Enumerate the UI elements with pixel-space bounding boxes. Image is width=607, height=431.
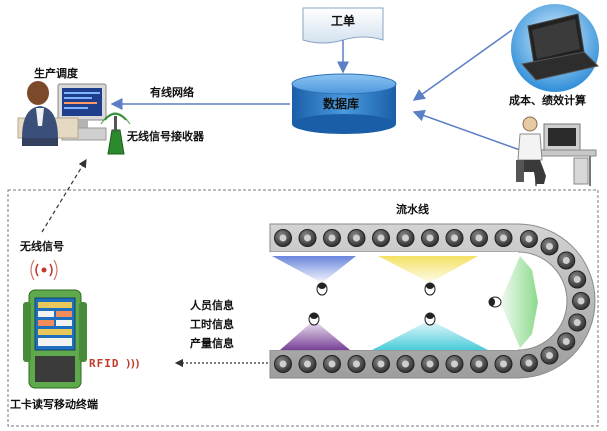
wireless-signal-arrow — [41, 158, 87, 233]
label-rfid: RFID — [89, 357, 120, 370]
roller-hub — [402, 234, 409, 242]
roller-hub — [451, 360, 458, 368]
beam-purple — [280, 320, 350, 350]
label-assembly-line: 流水线 — [396, 203, 429, 216]
laptop-icon — [511, 4, 599, 92]
roller-hub — [475, 360, 483, 368]
beam-cyan — [372, 320, 488, 350]
roller-hub — [377, 360, 385, 368]
label-wireless-signal: 无线信号 — [20, 240, 64, 253]
roller-hub — [353, 234, 360, 242]
roller-hub — [304, 360, 311, 368]
label-output-info: 产量信息 — [190, 337, 234, 350]
worker-to-database-arrow — [412, 109, 521, 151]
beam-yellow — [378, 256, 478, 283]
roller-hub — [562, 337, 570, 345]
label-wireless-receiver: 无线信号接收器 — [127, 130, 204, 143]
roller-hub — [525, 235, 533, 243]
database-cylinder-icon — [291, 73, 397, 134]
roller-hub — [426, 360, 434, 368]
roller-hub — [562, 257, 570, 265]
roller-hub — [377, 234, 385, 242]
label-hours-info: 工时信息 — [190, 318, 234, 331]
wireless-receiver-icon — [100, 112, 131, 155]
roller-hub — [500, 234, 507, 242]
production-area-frame — [7, 189, 599, 427]
worker-head-icon — [308, 282, 502, 326]
roller-hub — [328, 360, 336, 368]
desk-worker-icon — [516, 116, 597, 186]
label-database: 数据库 — [323, 97, 360, 111]
assembly-line — [269, 223, 596, 379]
roller-hub — [328, 234, 336, 242]
laptop-to-database-arrow — [412, 29, 513, 101]
label-personnel-info: 人员信息 — [190, 299, 234, 312]
label-terminal: 工卡读写移动终端 — [10, 398, 98, 411]
roller-hub — [525, 359, 533, 367]
roller-hub — [475, 234, 483, 242]
roller-hub — [573, 319, 581, 327]
operator-computer-icon — [17, 81, 107, 146]
roller-hub — [426, 234, 434, 242]
beam-green — [500, 256, 538, 348]
work-order-document-icon — [302, 7, 384, 44]
label-scheduling: 生产调度 — [34, 67, 78, 80]
roller-hub — [279, 234, 287, 242]
roller-hub — [451, 234, 458, 242]
roller-hub — [304, 234, 311, 242]
beam-blue — [272, 256, 356, 283]
roller-hub — [353, 360, 360, 368]
roller-hub — [546, 242, 553, 250]
roller-hub — [577, 297, 585, 305]
roller-hub — [402, 360, 409, 368]
rfid-handheld-terminal-icon — [23, 289, 87, 389]
roller-hub — [546, 352, 553, 360]
roller-hub — [279, 360, 287, 368]
label-work-order: 工单 — [331, 14, 356, 28]
rfid-wave-icon: ))) — [125, 357, 141, 370]
roller-hub — [573, 275, 581, 283]
signal-waves-icon — [30, 259, 58, 281]
label-cost-performance: 成本、绩效计算 — [509, 94, 586, 107]
roller-hub — [500, 360, 507, 368]
label-wired-network: 有线网络 — [150, 86, 194, 99]
